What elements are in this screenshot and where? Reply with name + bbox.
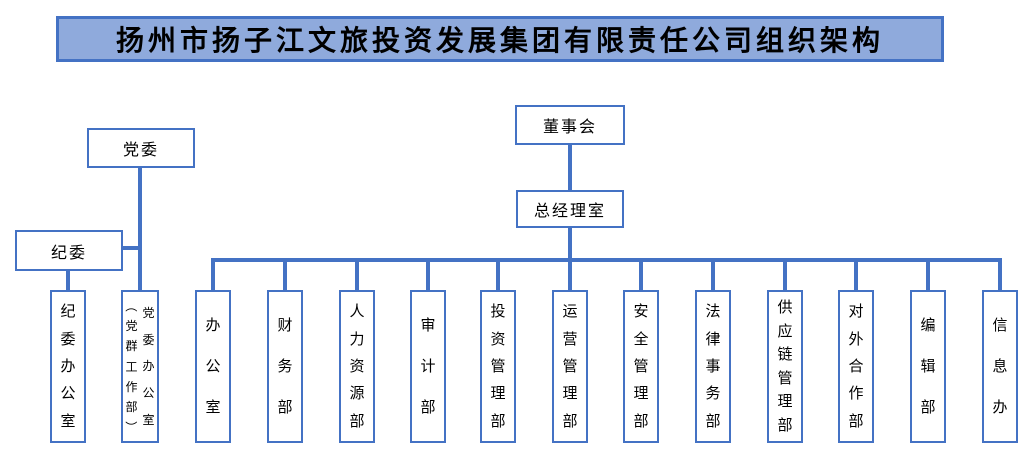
dept-box-audit: 审计部 (410, 290, 446, 443)
connector-drop-safety (639, 262, 643, 290)
dept-box-operations-management: 运营管理部 (552, 290, 588, 443)
connector-drop-external-cooperation (854, 262, 858, 290)
connector-drop-investment (496, 262, 500, 290)
dept-label: 财务部 (277, 317, 293, 416)
connector-drop-supply-chain (783, 262, 787, 290)
connector-discipline-drop (66, 271, 70, 290)
dept-box-party-office: （党群工作部） 党委办公室 (121, 290, 159, 443)
dept-box-safety-management: 安全管理部 (623, 290, 659, 443)
dept-label-discipline-office: 纪委办公室 (60, 303, 76, 430)
connector-drop-information (998, 262, 1002, 290)
connector-drop-general-office (211, 262, 215, 290)
page-title: 扬州市扬子江文旅投资发展集团有限责任公司组织架构 (115, 25, 884, 56)
dept-box-finance: 财务部 (267, 290, 303, 443)
connector-drop-legal (711, 262, 715, 290)
dept-label-party-office-main: 党委办公室 (142, 305, 155, 428)
dept-label: 信息办 (992, 317, 1008, 416)
dept-box-information-office: 信息办 (982, 290, 1018, 443)
dept-label: 投资管理部 (490, 303, 506, 430)
dept-box-editorial: 编辑部 (910, 290, 946, 443)
dept-label-party-office-sub: （党群工作部） (124, 300, 139, 433)
connector-horizontal-bus (211, 258, 1002, 262)
node-gm-label: 总经理室 (533, 203, 606, 220)
dept-label: 对外合作部 (848, 303, 864, 430)
dept-label: 安全管理部 (633, 303, 649, 430)
dept-label: 供应链管理部 (777, 299, 793, 434)
node-general-manager-office: 总经理室 (516, 190, 624, 228)
dept-box-investment-management: 投资管理部 (480, 290, 516, 443)
dept-label: 审计部 (420, 317, 436, 416)
connector-drop-finance (283, 262, 287, 290)
dept-box-discipline-office: 纪委办公室 (50, 290, 86, 443)
connector-drop-editorial (926, 262, 930, 290)
connector-discipline-horizontal (121, 246, 142, 250)
node-party-committee: 党委 (87, 128, 195, 168)
node-discipline-label: 纪委 (50, 244, 87, 262)
dept-label: 编辑部 (920, 317, 936, 416)
connector-drop-audit (426, 262, 430, 290)
connector-party-vertical (138, 168, 142, 290)
dept-label: 人力资源部 (349, 303, 365, 430)
connector-drop-hr (355, 262, 359, 290)
node-board-of-directors: 董事会 (515, 105, 625, 145)
dept-label: 运营管理部 (562, 303, 578, 430)
dept-label: 办公室 (205, 317, 221, 416)
dept-box-external-cooperation: 对外合作部 (838, 290, 874, 443)
dept-box-human-resources: 人力资源部 (339, 290, 375, 443)
node-party-label: 党委 (122, 142, 159, 159)
dept-box-general-office: 办公室 (195, 290, 231, 443)
connector-board-to-gm (568, 145, 572, 190)
dept-box-legal-affairs: 法律事务部 (695, 290, 731, 443)
dept-label: 法律事务部 (705, 303, 721, 430)
node-discipline-committee: 纪委 (15, 230, 123, 271)
title-banner: 扬州市扬子江文旅投资发展集团有限责任公司组织架构 (56, 16, 944, 62)
dept-box-supply-chain-management: 供应链管理部 (767, 290, 803, 443)
node-board-label: 董事会 (542, 119, 597, 136)
